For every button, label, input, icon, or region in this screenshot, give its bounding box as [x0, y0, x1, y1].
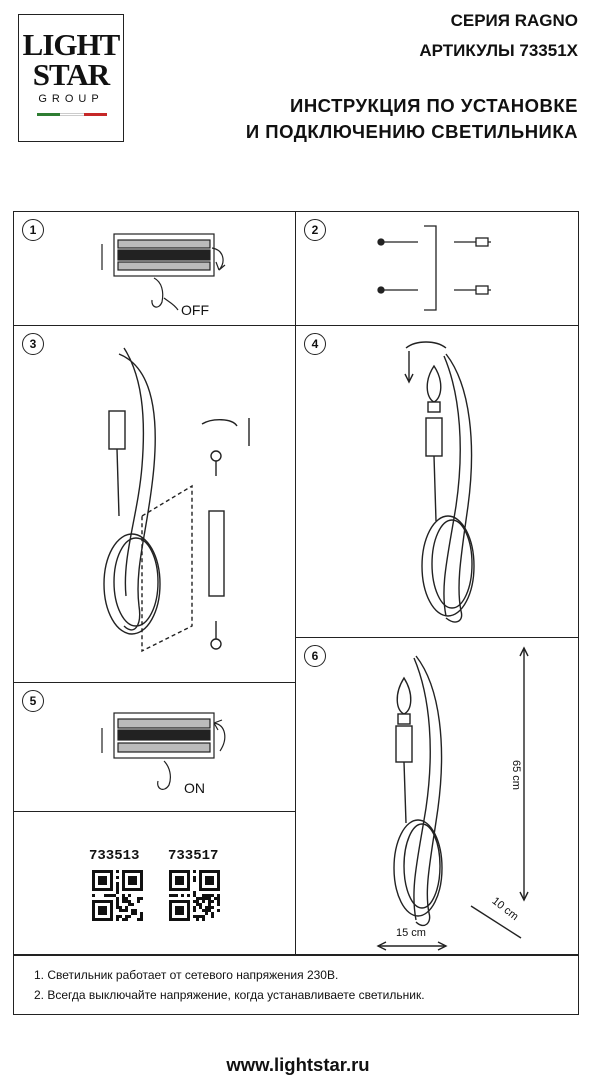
step-6-panel: 6 65 cm 10 cm 15 cm — [295, 637, 579, 955]
article-code-2: 733517 — [168, 848, 219, 864]
height-dimension-label: 65 cm — [510, 760, 522, 790]
step-5-panel: 5 ON — [13, 682, 296, 812]
instruction-title-line-1: ИНСТРУКЦИЯ ПО УСТАНОВКЕ — [290, 95, 578, 116]
step-1-panel: 1 OFF — [13, 211, 296, 326]
qr-codes-panel: 733513 733517 — [13, 811, 296, 955]
series-title: СЕРИЯ RAGNO — [450, 11, 578, 30]
notes-panel: 1. Светильник работает от сетевого напря… — [13, 955, 579, 1015]
off-label: OFF — [181, 302, 209, 318]
breaker-off-illustration — [101, 233, 226, 311]
step-4-panel: 4 — [295, 325, 579, 638]
on-label: ON — [184, 780, 205, 796]
wall-bracket-illustration — [377, 225, 491, 311]
breaker-on-illustration — [101, 712, 226, 790]
brand-logo: LIGHT STAR GROUP — [18, 14, 124, 142]
article-code-1: 733513 — [89, 848, 140, 864]
website-link[interactable]: www.lightstar.ru — [226, 1054, 370, 1075]
step-3-panel: 3 — [13, 325, 296, 683]
step-2-panel: 2 — [295, 211, 579, 326]
articles-title: АРТИКУЛЫ 73351X — [419, 41, 578, 60]
logo-flag-stripe — [37, 113, 107, 116]
logo-line-1: LIGHT — [22, 27, 121, 62]
logo-line-3: GROUP — [38, 93, 104, 105]
step-number: 2 — [304, 219, 326, 241]
step-number: 5 — [22, 690, 44, 712]
step-number: 3 — [22, 333, 44, 355]
step-number: 6 — [304, 645, 326, 667]
logo-line-2: STAR — [32, 57, 110, 92]
width-dimension-label: 15 cm — [396, 927, 426, 939]
bulb-install-illustration — [404, 341, 475, 623]
qr-code-graphics — [92, 870, 220, 921]
step-number: 1 — [22, 219, 44, 241]
note-2: 2. Всегда выключайте напряжение, когда у… — [34, 988, 425, 1002]
mounting-illustration — [103, 347, 250, 653]
step-number: 4 — [304, 333, 326, 355]
instruction-title-line-2: И ПОДКЛЮЧЕНИЮ СВЕТИЛЬНИКА — [245, 121, 578, 142]
note-1: 1. Светильник работает от сетевого напря… — [34, 968, 339, 982]
dimensions-illustration — [376, 646, 529, 951]
